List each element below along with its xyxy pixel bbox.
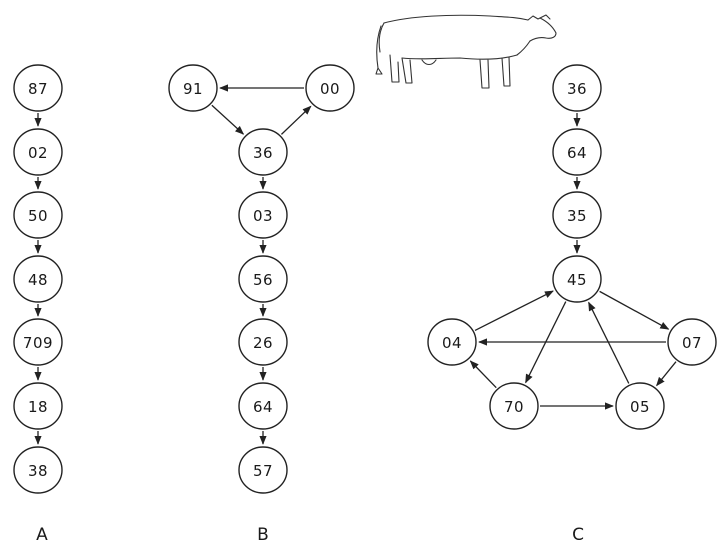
- edge-b-36-to-00: [280, 105, 312, 135]
- node-label: 57: [253, 462, 273, 480]
- node-label: 64: [253, 398, 273, 416]
- node-circle: [13, 255, 63, 303]
- node-label: 35: [567, 207, 587, 225]
- node-c-70: 70: [489, 382, 539, 430]
- node-b-56: 56: [238, 255, 288, 303]
- node-label: 03: [253, 207, 273, 225]
- node-circle: [238, 382, 288, 430]
- node-a-709: 709: [13, 318, 63, 366]
- node-b-03: 03: [238, 191, 288, 239]
- node-c-64: 64: [552, 128, 602, 176]
- node-label: 26: [253, 334, 273, 352]
- nodes-layer: 87 02 50 48 709 18 38 91 00 36 03 56 26 64 57 36 64 35 45 0…: [13, 64, 717, 494]
- node-label: 56: [253, 271, 273, 289]
- node-circle: [615, 382, 665, 430]
- edge-c-45-to-70: [525, 301, 567, 384]
- node-c-07: 07: [667, 318, 717, 366]
- node-c-45: 45: [552, 255, 602, 303]
- column-label-c: C: [572, 525, 584, 542]
- node-label: 07: [682, 334, 702, 352]
- node-label: 18: [28, 398, 48, 416]
- node-circle: [238, 191, 288, 239]
- node-a-18: 18: [13, 382, 63, 430]
- node-circle: [552, 128, 602, 176]
- node-label: 48: [28, 271, 48, 289]
- node-circle: [552, 191, 602, 239]
- node-label: 64: [567, 144, 587, 162]
- node-b-36: 36: [238, 128, 288, 176]
- node-circle: [427, 318, 477, 366]
- node-label: 50: [28, 207, 48, 225]
- node-label: 04: [442, 334, 462, 352]
- node-label: 36: [567, 80, 587, 98]
- node-c-04: 04: [427, 318, 477, 366]
- node-label: 45: [567, 271, 587, 289]
- node-c-35: 35: [552, 191, 602, 239]
- node-circle: [13, 382, 63, 430]
- node-b-57: 57: [238, 446, 288, 494]
- node-circle: [305, 64, 355, 112]
- edge-c-04-to-45: [474, 290, 554, 331]
- node-circle: [13, 191, 63, 239]
- node-a-87: 87: [13, 64, 63, 112]
- node-label: 36: [253, 144, 273, 162]
- node-a-48: 48: [13, 255, 63, 303]
- node-b-00: 00: [305, 64, 355, 112]
- node-circle: [667, 318, 717, 366]
- node-circle: [13, 446, 63, 494]
- node-label: 70: [504, 398, 524, 416]
- node-circle: [238, 446, 288, 494]
- cow-icon: [375, 14, 557, 89]
- node-circle: [552, 255, 602, 303]
- column-label-b: B: [257, 525, 269, 542]
- node-circle: [168, 64, 218, 112]
- node-circle: [13, 128, 63, 176]
- node-circle: [238, 318, 288, 366]
- node-circle: [13, 64, 63, 112]
- node-label: 709: [23, 334, 53, 352]
- edge-c-07-to-05: [656, 361, 677, 387]
- node-circle: [238, 255, 288, 303]
- node-circle: [238, 128, 288, 176]
- node-b-91: 91: [168, 64, 218, 112]
- node-circle: [489, 382, 539, 430]
- node-label: 87: [28, 80, 48, 98]
- node-c-05: 05: [615, 382, 665, 430]
- node-label: 38: [28, 462, 48, 480]
- node-b-64: 64: [238, 382, 288, 430]
- node-circle: [552, 64, 602, 112]
- node-circle: [13, 318, 63, 366]
- node-label: 05: [630, 398, 650, 416]
- edge-c-05-to-45: [588, 301, 630, 384]
- node-a-38: 38: [13, 446, 63, 494]
- node-a-02: 02: [13, 128, 63, 176]
- node-b-26: 26: [238, 318, 288, 366]
- node-label: 02: [28, 144, 48, 162]
- edge-b-91-to-36: [211, 104, 245, 135]
- node-c-36: 36: [552, 64, 602, 112]
- edges-layer: [34, 84, 677, 445]
- node-label: 00: [320, 80, 340, 98]
- edge-c-70-to-04: [469, 360, 497, 389]
- edge-c-45-to-07: [599, 290, 670, 330]
- column-label-a: A: [36, 525, 48, 542]
- node-a-50: 50: [13, 191, 63, 239]
- node-label: 91: [183, 80, 203, 98]
